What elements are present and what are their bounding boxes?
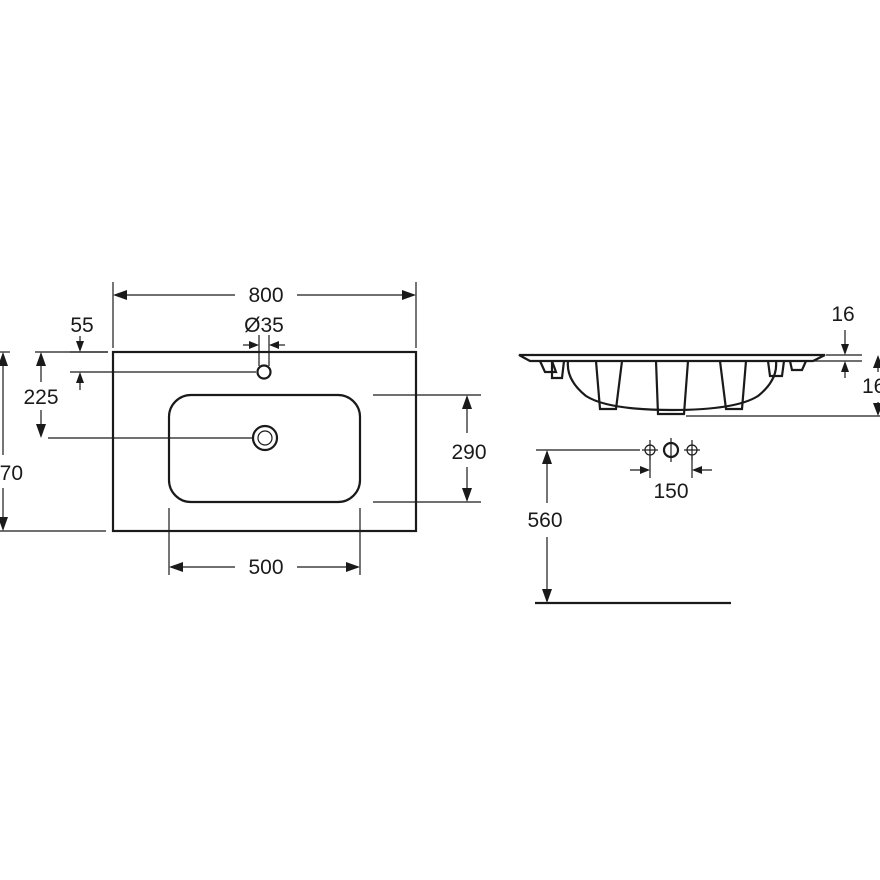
label-bowl-depth: 290 — [451, 441, 486, 464]
bracket-center — [654, 360, 690, 416]
bowl-profile — [566, 360, 778, 412]
bowl-outline — [167, 393, 362, 504]
label-mounting-height: 560 — [527, 509, 562, 532]
label-tap-hole-offset: 55 — [70, 314, 93, 337]
dimension-waste-offset: 225 — [23, 351, 252, 439]
dimension-side-height: 165 — [686, 355, 880, 417]
basin-rim — [518, 353, 826, 363]
dimension-total-depth: 470 — [0, 351, 106, 532]
side-view: 16 165 — [518, 303, 880, 605]
basin-outline — [111, 350, 418, 533]
label-waste-offset: 225 — [23, 386, 58, 409]
dimension-total-width: 800 — [112, 282, 417, 348]
dimension-bowl-depth: 290 — [373, 394, 487, 503]
dimension-wall-spacing: 150 — [630, 456, 712, 503]
top-view: 800 Ø35 55 — [0, 282, 487, 579]
label-tap-hole-diameter: Ø35 — [244, 314, 284, 337]
dimension-bowl-width: 500 — [168, 508, 361, 579]
wall-fittings — [536, 438, 700, 462]
waste-outlet-outer — [251, 424, 279, 452]
bracket-left-outer — [538, 360, 558, 374]
label-rim-thickness: 16 — [831, 303, 854, 326]
dimension-rim-thickness: 16 — [814, 303, 862, 378]
bracket-center-left — [594, 360, 624, 411]
bracket-right — [766, 360, 786, 378]
dimension-mounting-height: 560 — [527, 450, 563, 603]
label-total-width: 800 — [248, 284, 283, 307]
label-side-height: 165 — [862, 375, 880, 398]
bracket-center-right — [718, 360, 748, 411]
waste-outlet-inner — [257, 430, 273, 446]
dimension-tap-hole-diameter: Ø35 — [243, 314, 285, 366]
label-wall-spacing: 150 — [653, 480, 688, 503]
tap-hole — [256, 364, 272, 380]
label-total-depth: 470 — [0, 462, 23, 485]
bracket-left — [550, 360, 566, 380]
bracket-right-outer — [788, 360, 808, 372]
label-bowl-width: 500 — [248, 556, 283, 579]
